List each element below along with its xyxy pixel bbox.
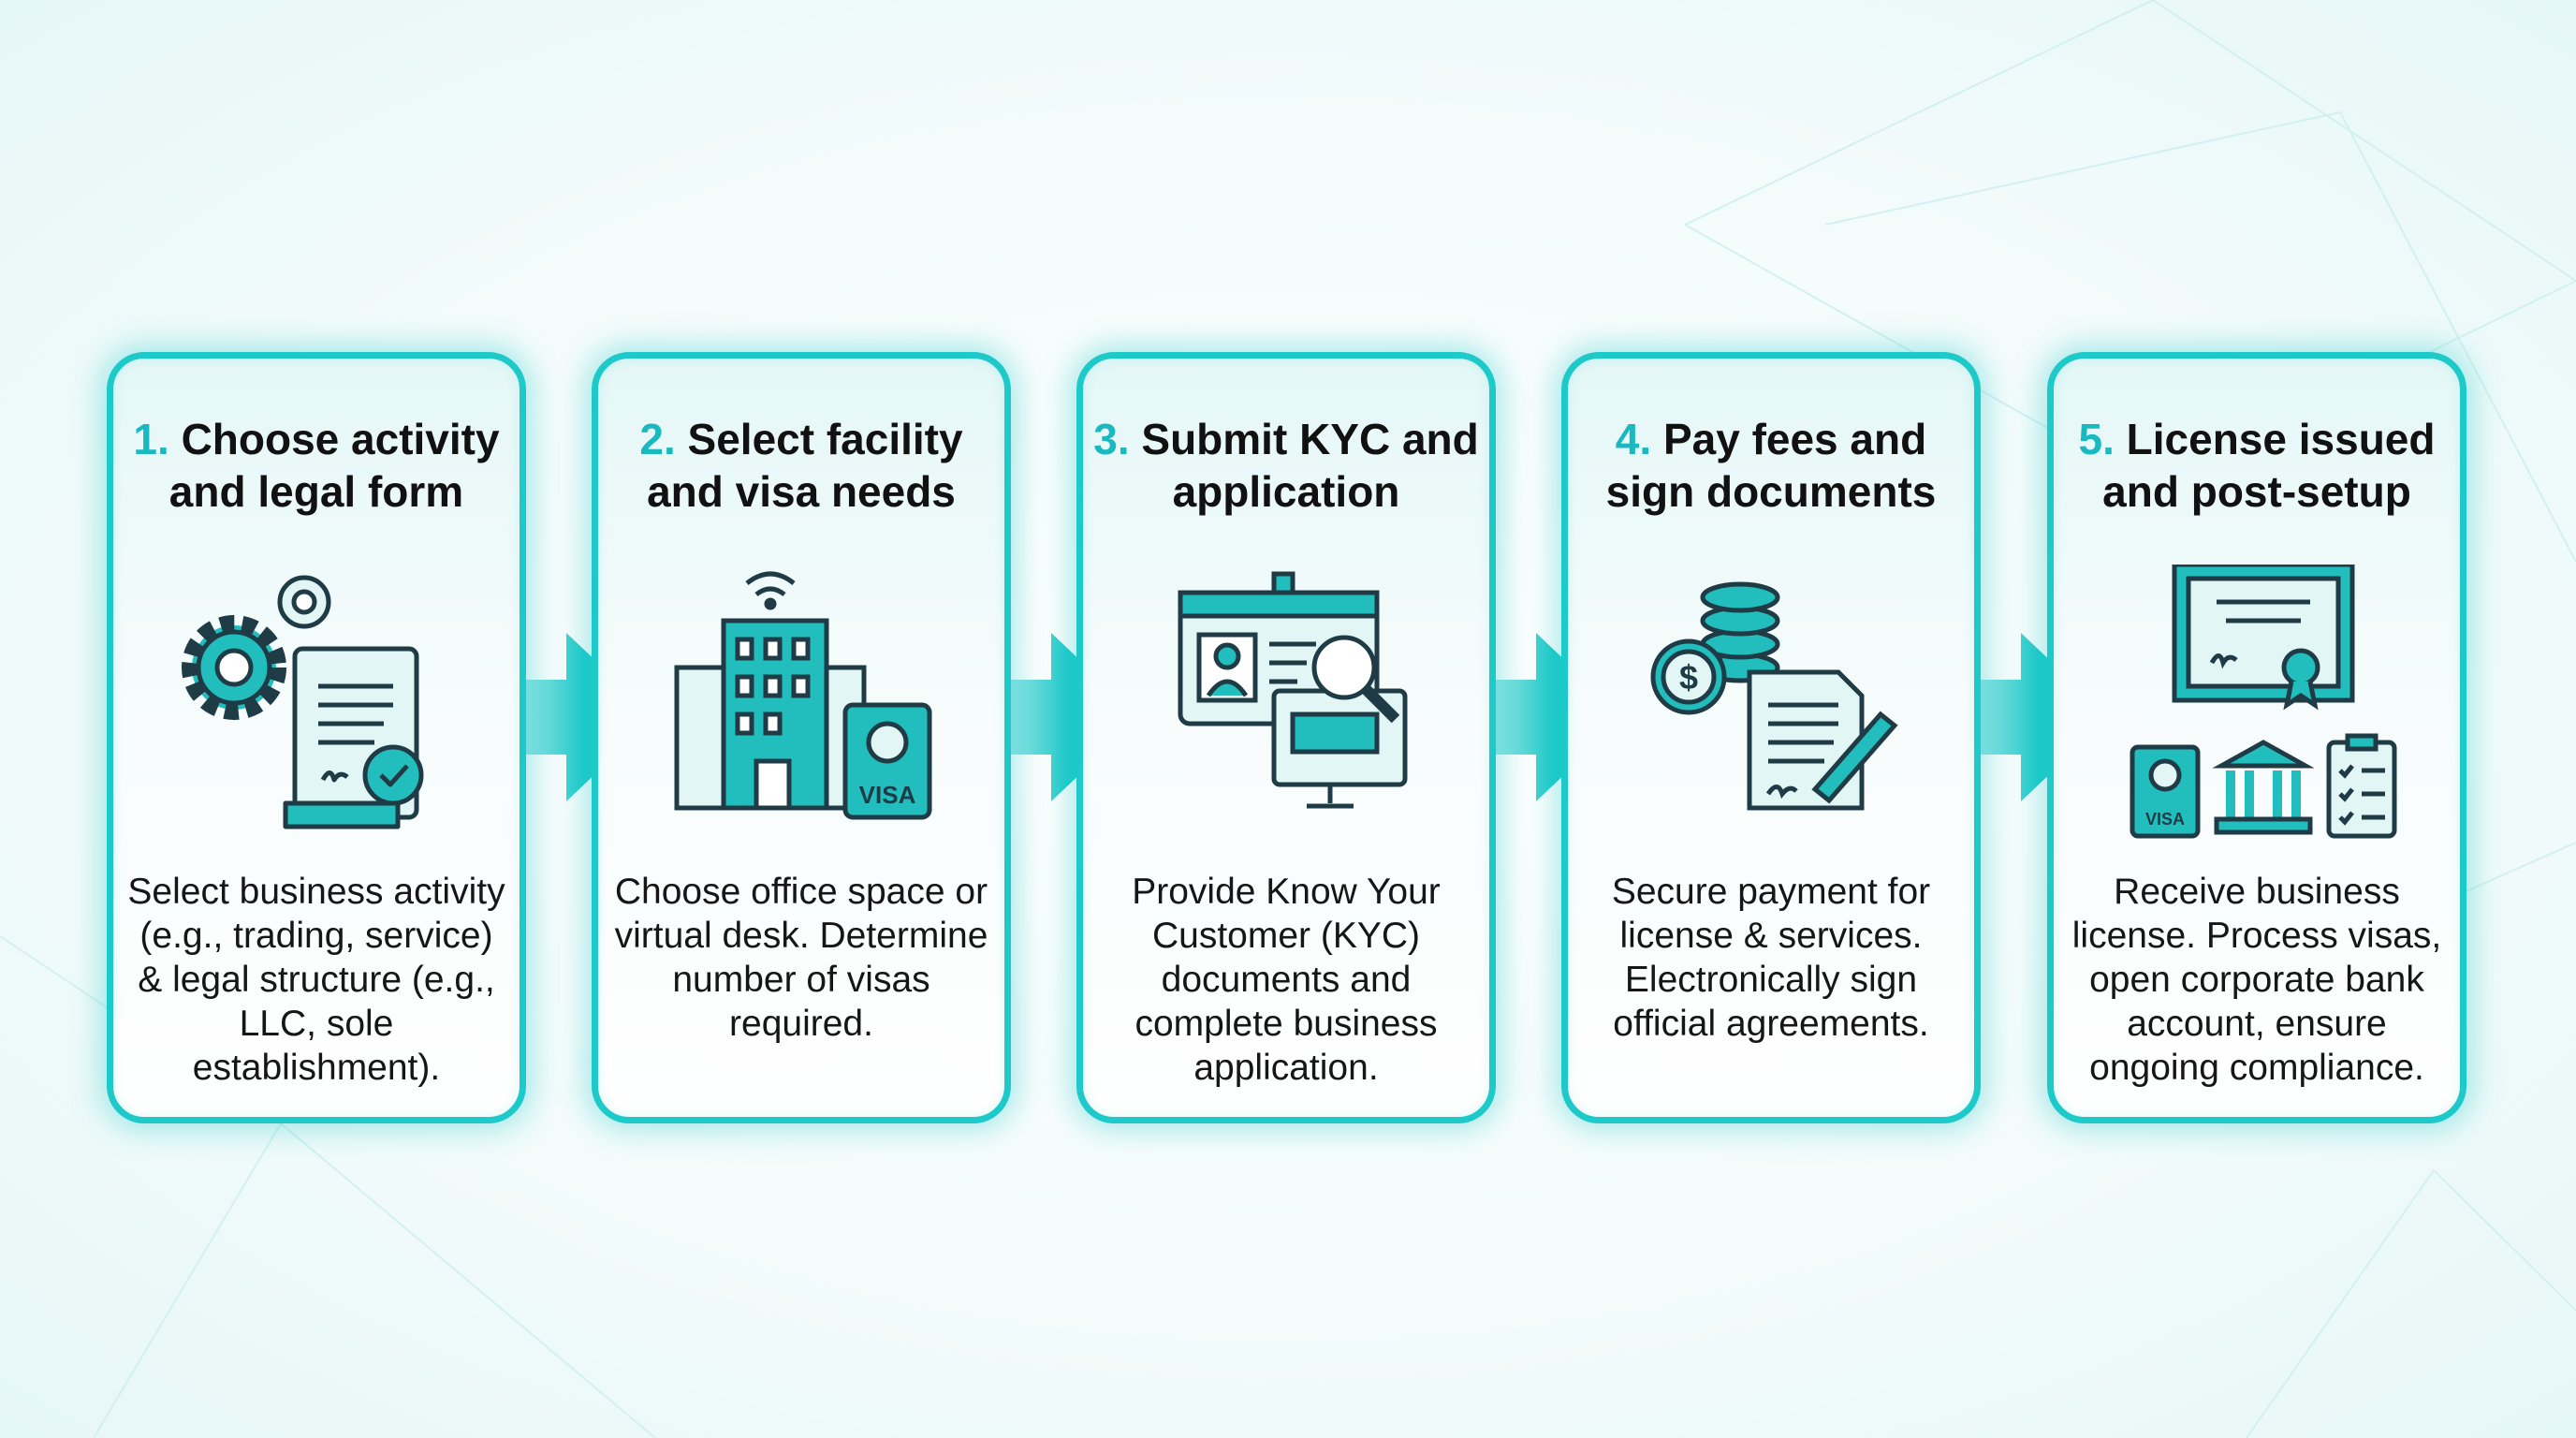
step-number: 3. [1093, 415, 1130, 463]
step-number: 4. [1615, 415, 1652, 463]
step-title-text: License issued and post-setup [2102, 415, 2436, 516]
step-title-text: Submit KYC and application [1141, 415, 1479, 516]
visa-label: VISA [859, 781, 916, 809]
step-number: 2. [639, 415, 676, 463]
step-title: 1. Choose activity and legal form [123, 413, 510, 518]
step-description: Select business activity (e.g., trading,… [127, 872, 505, 1088]
step-card-5: 5. License issued and post-setup VISA Re… [2047, 352, 2466, 1123]
step-card-3: 3. Submit KYC and application Provide Kn… [1076, 352, 1496, 1123]
step-title-text: Pay fees and sign documents [1605, 415, 1937, 516]
step-title: 2. Select facility and visa needs [607, 413, 995, 518]
step-number: 1. [133, 415, 169, 463]
step-description: Choose office space or virtual desk. Det… [614, 872, 988, 1044]
step-title: 3. Submit KYC and application [1092, 413, 1480, 518]
step-title-text: Select facility and visa needs [647, 415, 963, 516]
step-card-2: 2. Select facility and visa needs VISA C… [592, 352, 1011, 1123]
step-title: 4. Pay fees and sign documents [1577, 413, 1965, 518]
step-title-text: Choose activity and legal form [168, 415, 500, 516]
step-card-1: 1. Choose activity and legal form Select… [107, 352, 526, 1123]
step-description: Provide Know Your Customer (KYC) documen… [1132, 872, 1441, 1088]
currency-symbol: $ [1679, 658, 1698, 697]
step-number: 5. [2078, 415, 2115, 463]
step-description: Receive business license. Process visas,… [2071, 872, 2442, 1088]
building-visa-icon: VISA [674, 571, 932, 820]
visa-label: VISA [2145, 810, 2185, 829]
step-card-4: 4. Pay fees and sign documents $ Secure … [1561, 352, 1981, 1123]
step-title: 5. License issued and post-setup [2063, 413, 2451, 518]
step-description: Secure payment for license & services. E… [1611, 872, 1931, 1044]
coins-document-pen-icon: $ [1650, 581, 1898, 811]
gears-document-check-icon [182, 575, 424, 829]
certificate-bank-checklist-icon: VISA [2130, 565, 2397, 839]
id-card-search-icon [1178, 571, 1408, 809]
